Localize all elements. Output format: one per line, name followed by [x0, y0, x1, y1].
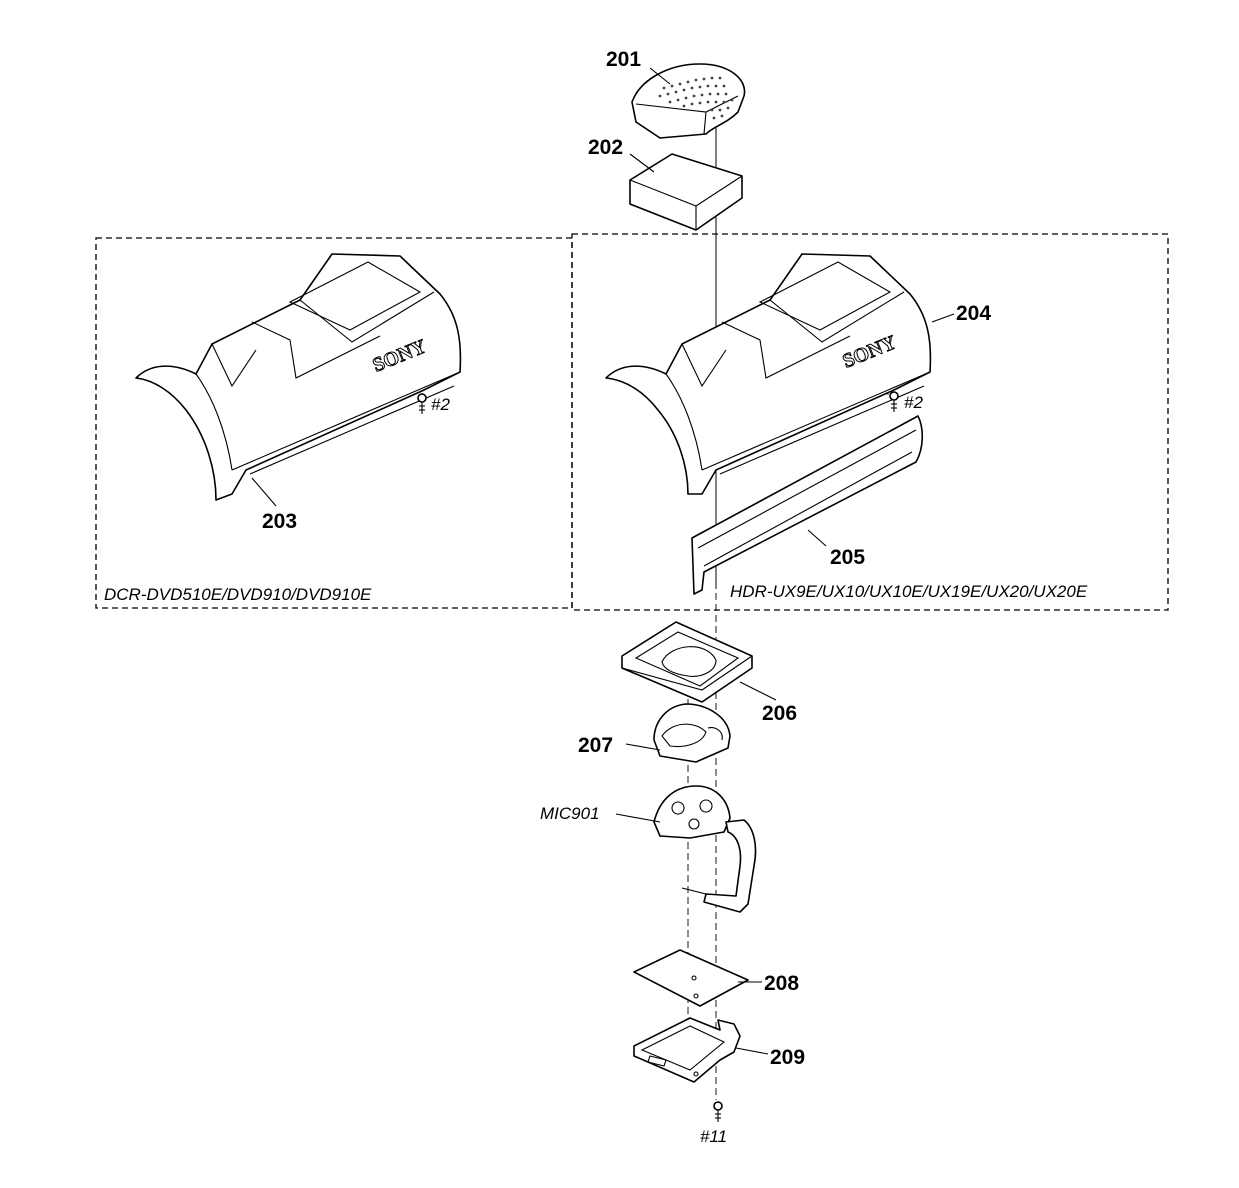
- part-207-mic-holder: [653, 703, 731, 763]
- label-screw-left: #2: [431, 395, 450, 414]
- leader-204: [931, 313, 955, 323]
- screw-icon-right: [889, 391, 899, 412]
- leader-203: [251, 477, 277, 507]
- label-screw-right: #2: [904, 393, 923, 412]
- part-202-cushion: [629, 153, 743, 231]
- label-207: 207: [578, 734, 613, 757]
- label-screw-bottom: #11: [700, 1127, 727, 1146]
- part-201-mic-grille: [631, 63, 746, 139]
- leader-201: [649, 67, 671, 85]
- part-205-side-strip: [691, 415, 924, 595]
- leader-209: [735, 1047, 769, 1055]
- screw-icon-left: [417, 393, 427, 414]
- part-206-gasket: [621, 621, 753, 703]
- label-201: 201: [606, 48, 641, 71]
- label-209: 209: [770, 1046, 805, 1069]
- part-208-sheet: [633, 949, 749, 1007]
- model-caption-left: DCR-DVD510E/DVD910/DVD910E: [104, 585, 372, 604]
- leader-202: [629, 153, 655, 173]
- leader-mic901: [615, 813, 661, 823]
- label-208: 208: [764, 972, 799, 995]
- label-203: 203: [262, 510, 297, 533]
- part-209-bracket: [633, 1017, 741, 1083]
- component-mic901: [653, 785, 757, 913]
- leader-207: [625, 743, 661, 751]
- label-205: 205: [830, 546, 865, 569]
- part-203-upper-cover: [135, 253, 462, 501]
- leader-205: [807, 529, 827, 547]
- label-mic901: MIC901: [540, 804, 600, 823]
- leader-206: [739, 681, 777, 701]
- model-caption-right: HDR-UX9E/UX10/UX10E/UX19E/UX20/UX20E: [730, 582, 1088, 601]
- screw-icon-bottom: [713, 1101, 723, 1122]
- label-204: 204: [956, 302, 991, 325]
- part-204-upper-cover: [605, 253, 932, 495]
- model-group-box-right: [571, 233, 1169, 611]
- label-202: 202: [588, 136, 623, 159]
- label-206: 206: [762, 702, 797, 725]
